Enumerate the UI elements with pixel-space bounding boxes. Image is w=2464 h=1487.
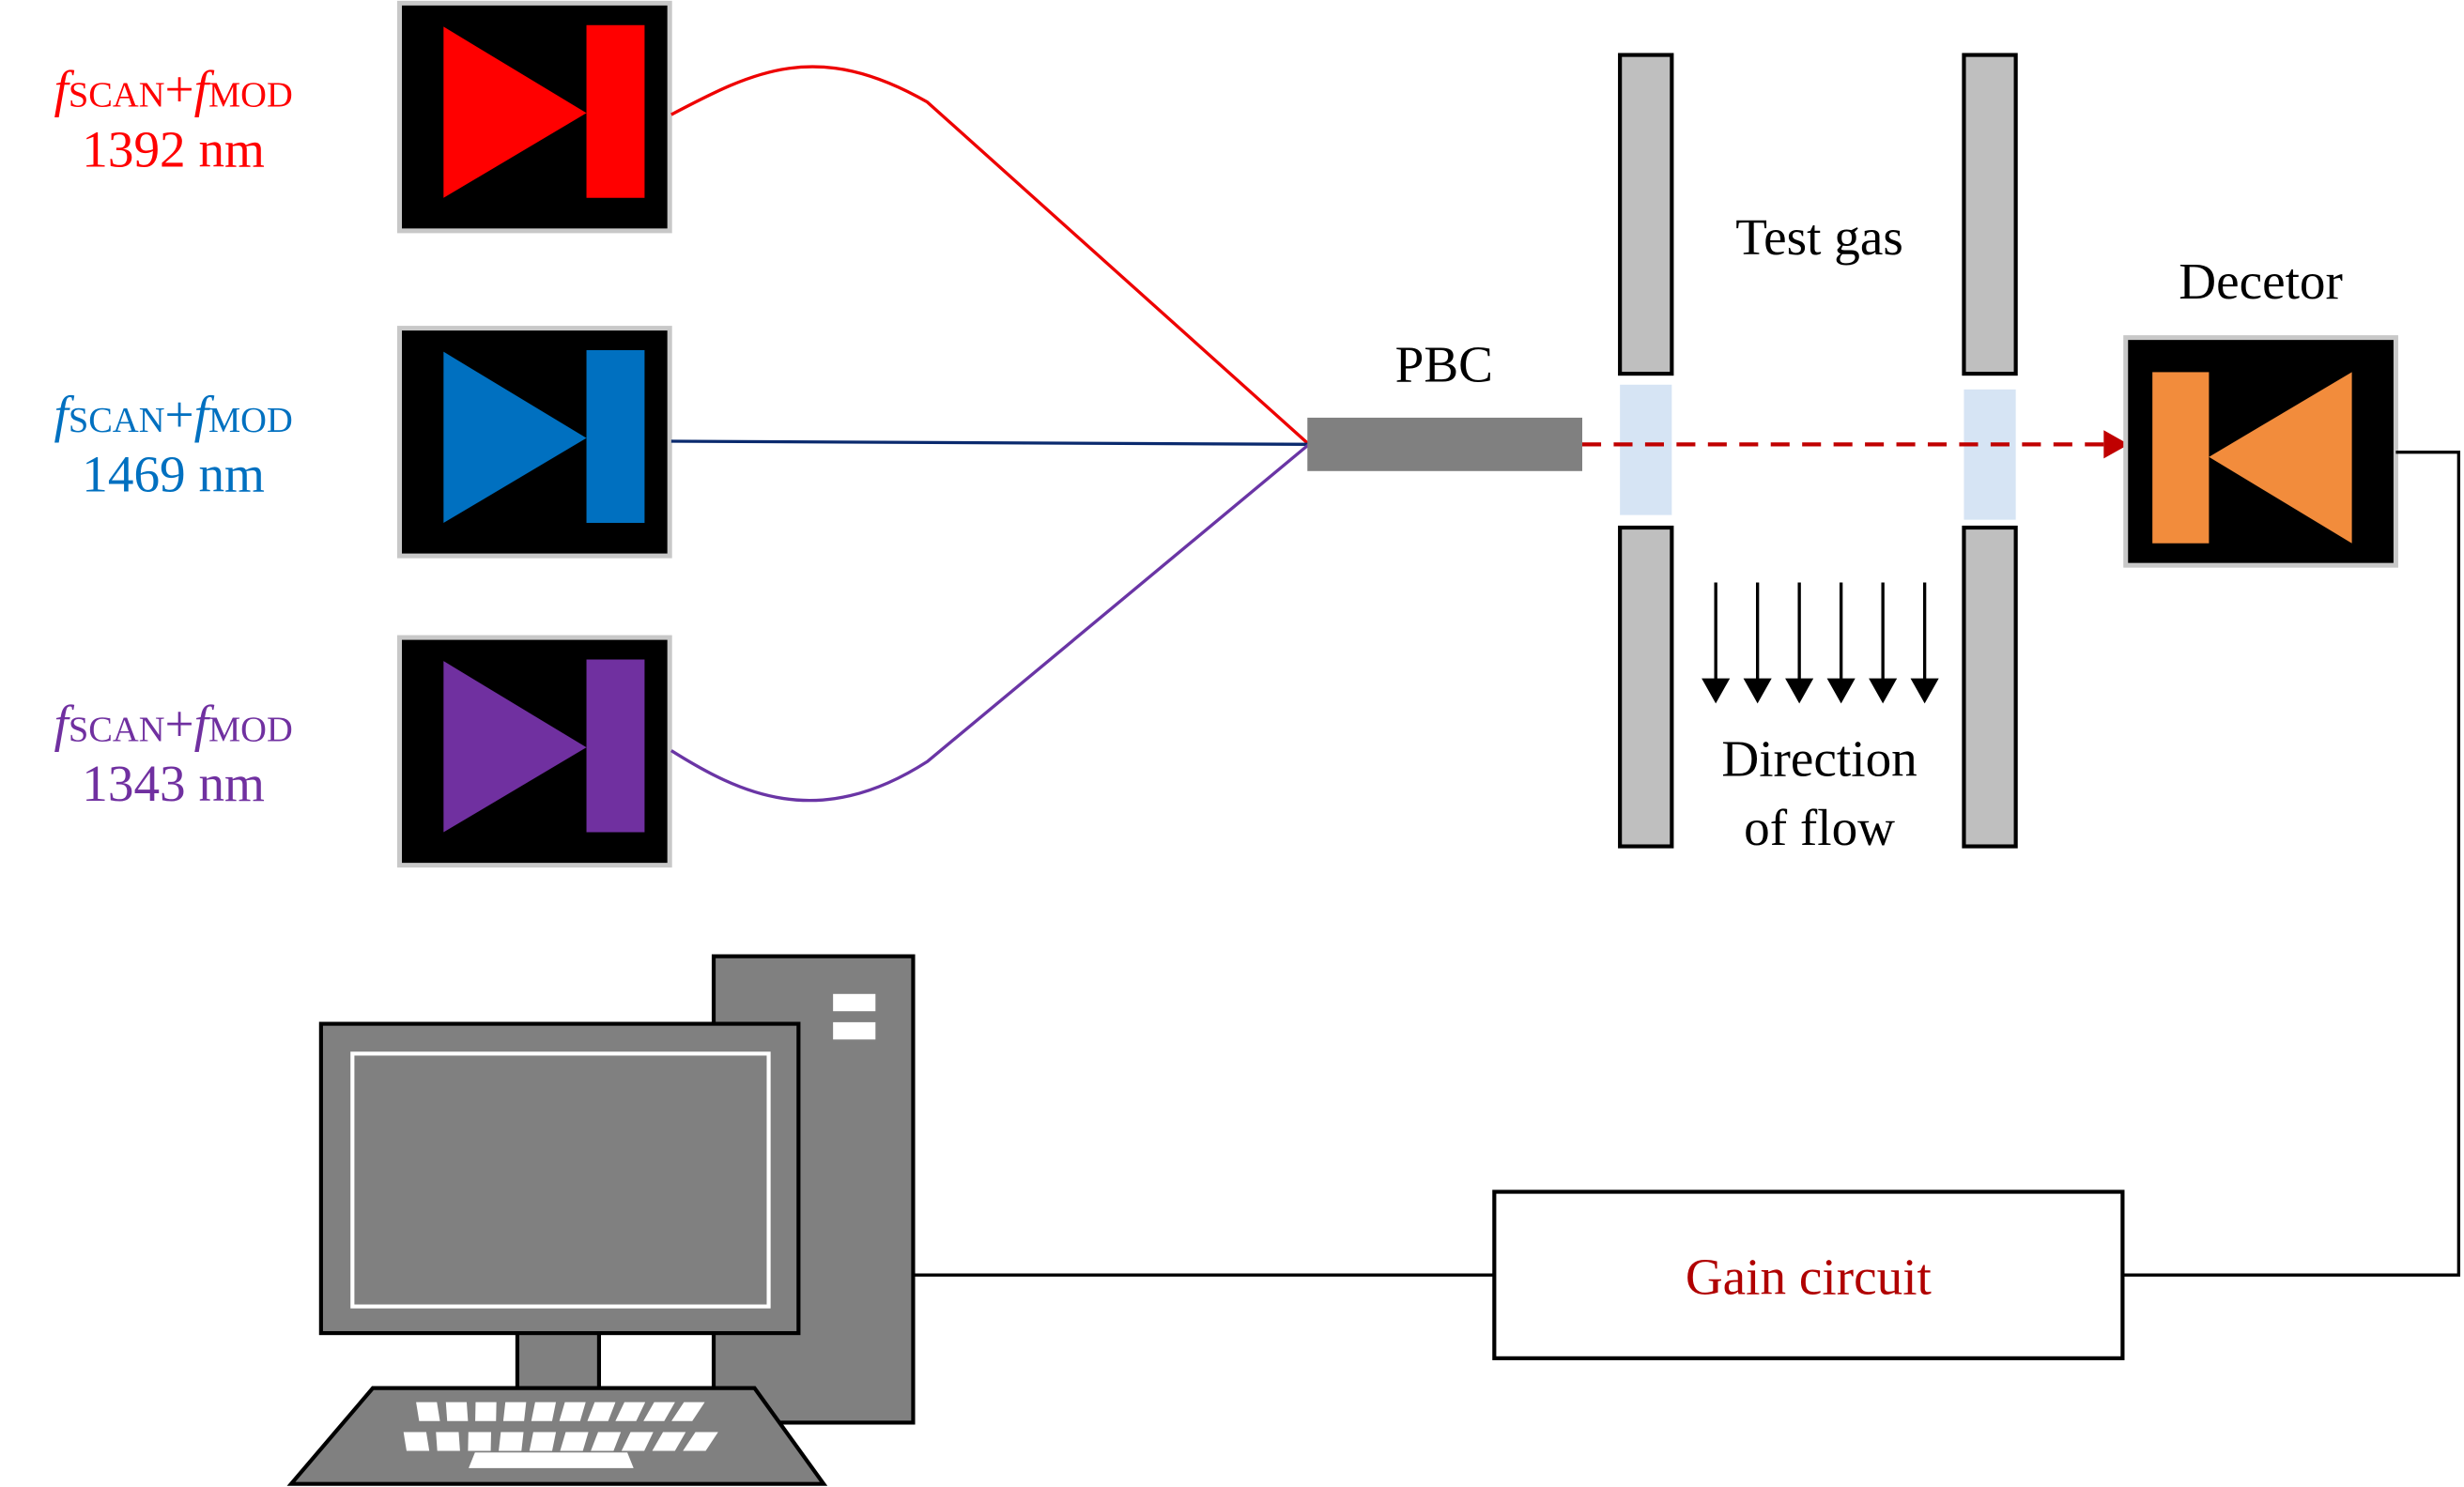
fiber-1392: [670, 65, 1311, 446]
gain-circuit-box: [1492, 1189, 2125, 1360]
photodiode-icon: [2209, 372, 2352, 544]
keyboard: [286, 1386, 828, 1486]
detector-label: Decetor: [2179, 253, 2343, 310]
tower-drive-slot-2: [833, 1021, 876, 1040]
laser-wavelength-label: 1469 nm: [82, 446, 265, 503]
chamber-wall-right-bottom: [1962, 525, 2018, 849]
keyboard-key: [502, 1402, 527, 1421]
flow-arrow-head: [1785, 678, 1814, 704]
flow-label-line2: of flow: [1744, 799, 1895, 856]
flow-arrows: [1702, 582, 1939, 704]
gas-chamber: Test gas Direction of flow: [1618, 53, 2018, 856]
flow-arrow-head: [1826, 678, 1856, 704]
flow-arrow-head: [1869, 678, 1898, 704]
computer-icon: [286, 954, 916, 1486]
monitor-stand: [515, 1329, 602, 1394]
gain-circuit-label: Gain circuit: [1686, 1248, 1933, 1305]
laser-frequency-label: fSCAN+fMOD: [54, 695, 293, 752]
pbc-block: [1307, 417, 1583, 471]
laser-diode-icon: [443, 661, 587, 833]
test-gas-label: Test gas: [1735, 208, 1903, 266]
keyboard-key: [468, 1432, 492, 1451]
laser-diode-bar: [586, 350, 645, 523]
flow-label-line1: Direction: [1721, 729, 1917, 787]
laser-diode-bar: [586, 659, 645, 833]
laser-wavelength-label: 1392 nm: [82, 120, 265, 177]
detector-to-gain-wire: [2124, 451, 2461, 1277]
chamber-window-right: [1964, 389, 2016, 520]
keyboard-key: [621, 1432, 654, 1451]
monitor-screen: [350, 1051, 771, 1309]
keyboard-key: [531, 1402, 557, 1421]
keyboard-key: [475, 1402, 497, 1421]
laser-diode-icon: [443, 351, 587, 523]
keyboard-key: [671, 1402, 705, 1421]
laser-diode-bar: [586, 24, 645, 198]
laser-diode-icon: [443, 26, 587, 198]
keyboard-spacebar: [469, 1452, 634, 1468]
detector-bar: [2152, 372, 2210, 544]
keyboard-keys: [403, 1402, 718, 1451]
keyboard-key: [445, 1402, 469, 1421]
keyboard-key: [643, 1402, 675, 1421]
laser-frequency-label: fSCAN+fMOD: [54, 61, 293, 118]
keyboard-key: [652, 1432, 686, 1451]
chamber-window-left: [1620, 384, 1672, 515]
keyboard-key: [587, 1402, 616, 1421]
flow-arrow-head: [1910, 678, 1939, 704]
keyboard-key: [560, 1432, 589, 1451]
keyboard-key: [403, 1432, 430, 1451]
keyboard-key: [499, 1432, 524, 1451]
keyboard-key: [591, 1432, 622, 1451]
fiber-1343: [670, 443, 1311, 803]
pbc-label: PBC: [1395, 335, 1493, 392]
keyboard-key: [416, 1402, 440, 1421]
keyboard-key: [529, 1432, 557, 1451]
flow-arrow-head: [1702, 678, 1731, 704]
keyboard-key: [615, 1402, 646, 1421]
tower-drive-slot-1: [833, 993, 876, 1012]
keyboard-key: [559, 1402, 586, 1421]
chamber-wall-left-top: [1618, 53, 1674, 376]
beam-arrowhead: [2103, 430, 2130, 459]
laser-wavelength-label: 1343 nm: [82, 755, 265, 812]
flow-arrow-head: [1743, 678, 1772, 704]
fiber-1469: [670, 439, 1309, 447]
laser-frequency-label: fSCAN+fMOD: [54, 386, 293, 443]
chamber-wall-left-bottom: [1618, 525, 1674, 849]
keyboard-key: [683, 1432, 718, 1451]
keyboard-key: [436, 1432, 460, 1451]
chamber-wall-right-top: [1962, 53, 2018, 376]
